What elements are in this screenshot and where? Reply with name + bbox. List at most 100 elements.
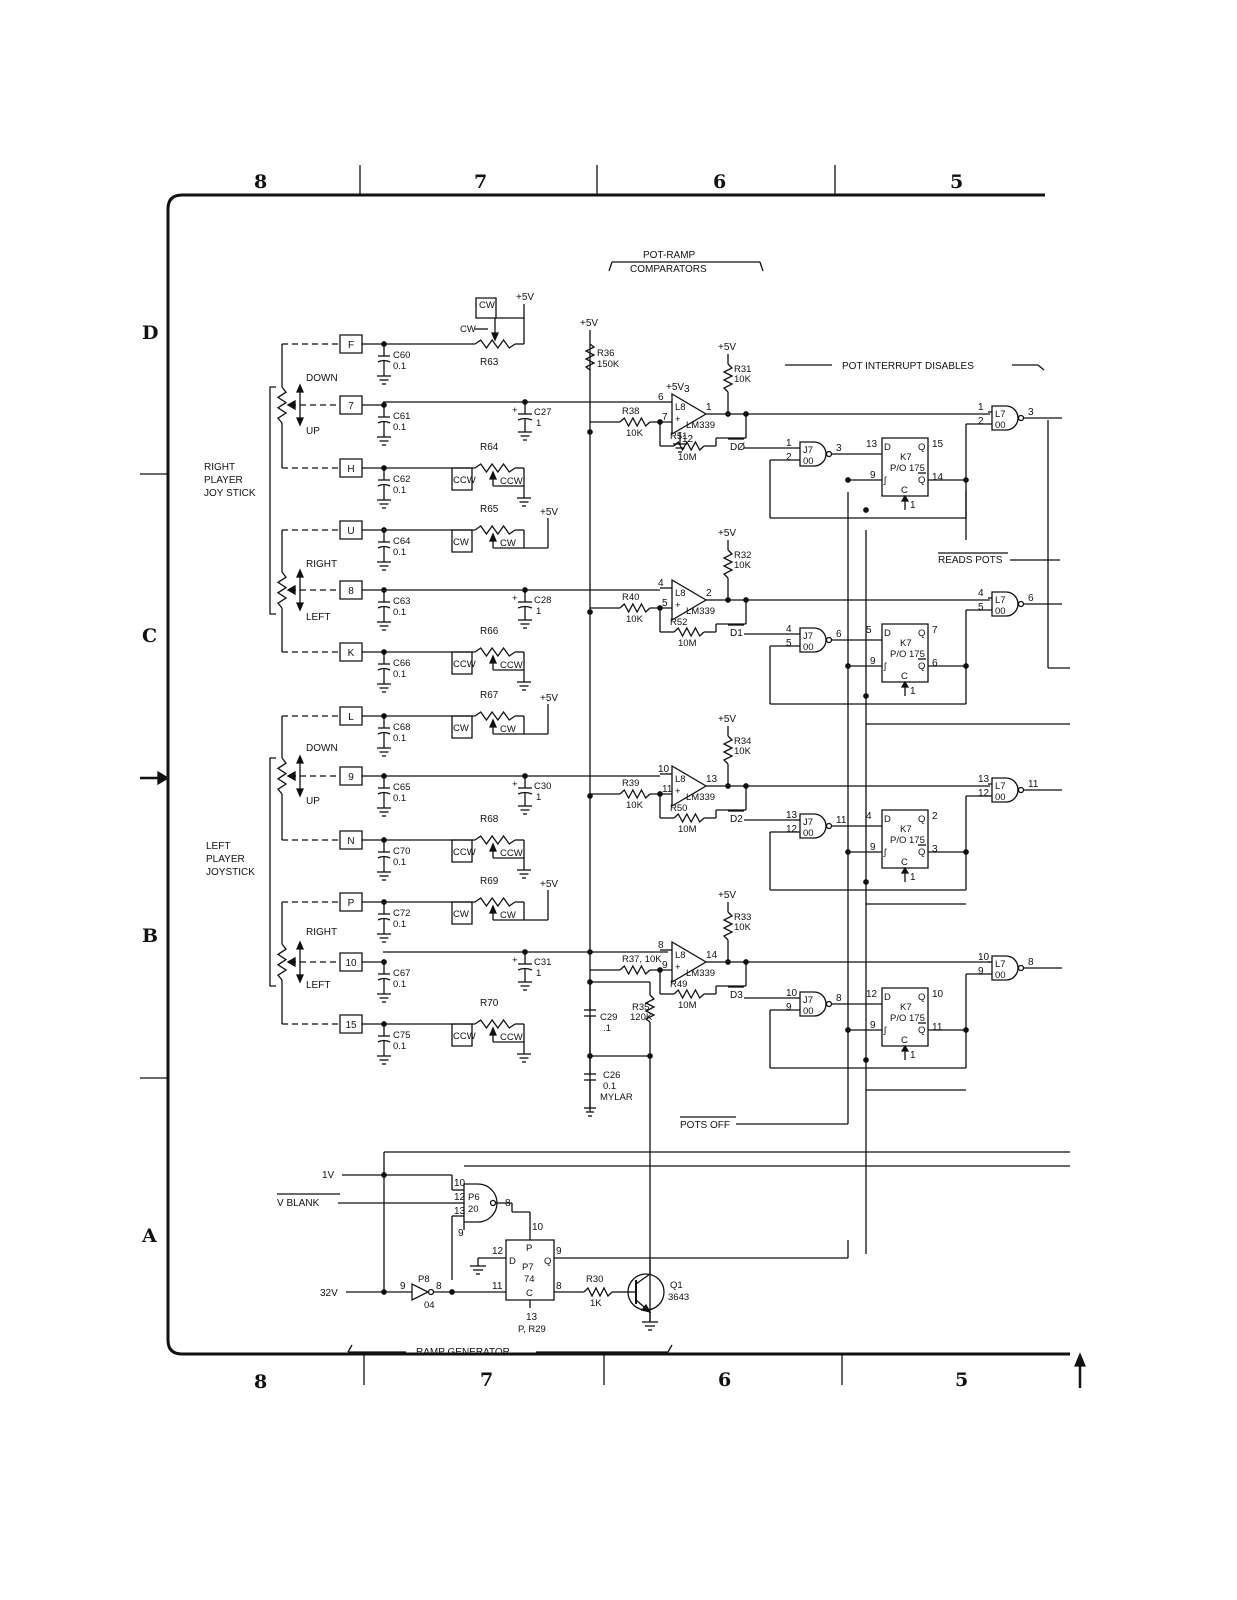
r30-value: 1K (590, 1298, 602, 1309)
trim-supply: +5V (540, 879, 558, 890)
trim-box-label: CCW (453, 659, 476, 670)
rfb-name: R52 (670, 617, 687, 628)
resistor-zigzag (620, 604, 650, 612)
wiper-arrow (288, 772, 295, 780)
cap-value: 0.1 (393, 485, 406, 496)
polarity-mark: + (512, 593, 518, 604)
j7-pin-b: 12 (786, 824, 798, 835)
cap-value: 0.1 (393, 361, 406, 372)
l7-gate (992, 778, 1018, 802)
p7-q-pin: 9 (556, 1246, 562, 1257)
k7-clk: ʃ (883, 1025, 887, 1036)
j7-pin-y: 8 (836, 993, 842, 1004)
arrow-head (297, 942, 303, 949)
cap-name: C60 (393, 350, 410, 361)
joystick-bracket (270, 758, 276, 986)
l7-part: L7 (995, 781, 1006, 792)
k7-clr-pin: 1 (910, 872, 916, 883)
cap-name: C66 (393, 658, 410, 669)
trim-box (452, 840, 472, 862)
resistor-zigzag (475, 340, 515, 348)
l7-pin-a: 10 (978, 952, 990, 963)
k7-d: D (884, 992, 891, 1003)
k7-type: P/O 175 (890, 463, 925, 474)
comp-part: L8 (675, 588, 686, 599)
bigcap-value: 1 (536, 418, 541, 429)
j7-bubble (827, 638, 832, 643)
trim-box-label: CCW (453, 475, 476, 486)
j7-gate (800, 628, 826, 652)
zone-top-5: 5 (950, 171, 963, 193)
resistor-zigzag (475, 712, 515, 720)
rin-name: R37, 10K (622, 954, 662, 965)
ramp-generator: 1V V BLANK P6 20 10 12 13 9 8 10 P D Q C (277, 1152, 1070, 1335)
cap-name: C70 (393, 846, 410, 857)
rfb-value: 10M (678, 1000, 697, 1011)
j7-type: 00 (803, 1006, 814, 1017)
trim-arrow (490, 1028, 496, 1035)
comp-pin-plus: 10 (658, 764, 670, 775)
p8-out-pin: 8 (436, 1281, 442, 1292)
trim-dir: CW (460, 324, 476, 335)
lp-left: LEFT (306, 980, 330, 991)
trim-supply: +5V (516, 292, 534, 303)
lp-up: UP (306, 796, 320, 807)
q1-type: 3643 (668, 1292, 689, 1303)
j7-gate (800, 992, 826, 1016)
l7-part: L7 (995, 409, 1006, 420)
l7-bubble (1019, 966, 1024, 971)
connector-K: K (348, 648, 355, 659)
cap-value: 0.1 (393, 857, 406, 868)
joystick-bracket (270, 387, 276, 614)
j7-pin-b: 5 (786, 638, 792, 649)
k7-clk: ʃ (883, 661, 887, 672)
r35-name: R35 (632, 1002, 649, 1013)
p6-pin-b: 12 (454, 1192, 466, 1203)
l7-pin-a: 1 (978, 402, 984, 413)
zone-bottom-5: 5 (955, 1369, 968, 1391)
lp-down: DOWN (306, 743, 338, 754)
p7-d-pin: 12 (492, 1246, 504, 1257)
comp-pin-minus: 9 (662, 960, 668, 971)
resistor-zigzag (620, 418, 650, 426)
cap-value: 0.1 (393, 422, 406, 433)
joystick-pot (278, 758, 286, 794)
l7-bubble (1019, 416, 1024, 421)
right-player-label-3: JOY STICK (204, 488, 256, 499)
rfb-name: R51 (670, 431, 687, 442)
trim-dir: CCW (500, 476, 523, 487)
l7-pin-y: 3 (1028, 407, 1034, 418)
rfb-name: R49 (670, 979, 687, 990)
rin-value: 10K (626, 614, 644, 625)
right-player-label-1: RIGHT (204, 462, 235, 473)
r35-value: 120K (630, 1012, 653, 1023)
wiper-arrow (288, 586, 295, 594)
resistor-zigzag (724, 912, 732, 940)
connector-9: 9 (348, 772, 354, 783)
pots-off-label: POTS OFF (680, 1120, 730, 1131)
comparator-triangle (672, 942, 706, 982)
j7-pin-a: 10 (786, 988, 798, 999)
p8-type: 04 (424, 1300, 435, 1311)
comp-type: LM339 (686, 606, 715, 617)
l7-gate (992, 592, 1018, 616)
joystick-pot (278, 944, 286, 980)
k7-clk: ʃ (883, 475, 887, 486)
c29-name: C29 (600, 1012, 617, 1023)
j7-pin-a: 13 (786, 810, 798, 821)
section-titles: POT-RAMP COMPARATORS POT INTERRUPT DISAB… (348, 250, 1044, 1358)
rpu-name: R34 (734, 736, 751, 747)
resistor-zigzag (475, 464, 515, 472)
rpu-name: R33 (734, 912, 751, 923)
joystick-pot (278, 572, 286, 608)
k7-clr-pin: 1 (910, 1050, 916, 1061)
comp-d-label: D2 (730, 814, 743, 825)
comp-type: LM339 (686, 420, 715, 431)
k7-qb: Q (918, 661, 925, 672)
cap-name: C61 (393, 411, 410, 422)
arrow-head (297, 756, 303, 763)
trim-arrow (490, 534, 496, 541)
j7-type: 00 (803, 642, 814, 653)
zone-row-c: C (142, 625, 157, 647)
k7-clr-arrow (902, 868, 908, 873)
